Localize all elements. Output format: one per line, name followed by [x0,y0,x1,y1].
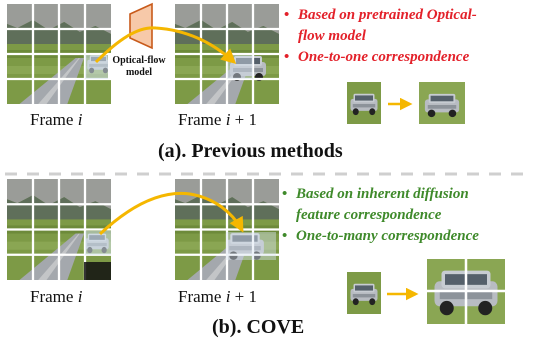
cove-frame-i-caption: Frame i [30,287,83,306]
cove-target-patch [226,232,276,260]
prev-frame-i [7,4,111,104]
prev-frame-i-caption: Frame i [30,110,83,129]
optical-flow-model-shape [129,2,153,50]
prev-frame-i-plus-1-caption: Frame i + 1 [178,110,258,129]
cove-flow-arrow [98,191,244,236]
cove-bullets: •Based on inherent diffusion feature cor… [282,186,479,244]
cove-title: (b). COVE [212,316,305,338]
prev-frame-i-plus-1 [175,4,279,104]
cove-frame-i-plus-1-caption: Frame i + 1 [178,287,258,306]
cove-correspondence-example [347,259,505,324]
previous-methods-title: (a). Previous methods [158,140,343,162]
prev-flow-arrow [94,26,237,65]
cove-source-patch [85,231,111,255]
optical-flow-model-label: Optical-flow model [108,55,170,79]
prev-correspondence-example [347,82,465,124]
cove-frame-i-plus-1 [175,179,279,280]
previous-bullets: •Based on pretrained Optical- flow model… [284,7,477,65]
cove-frame-i [7,179,111,280]
